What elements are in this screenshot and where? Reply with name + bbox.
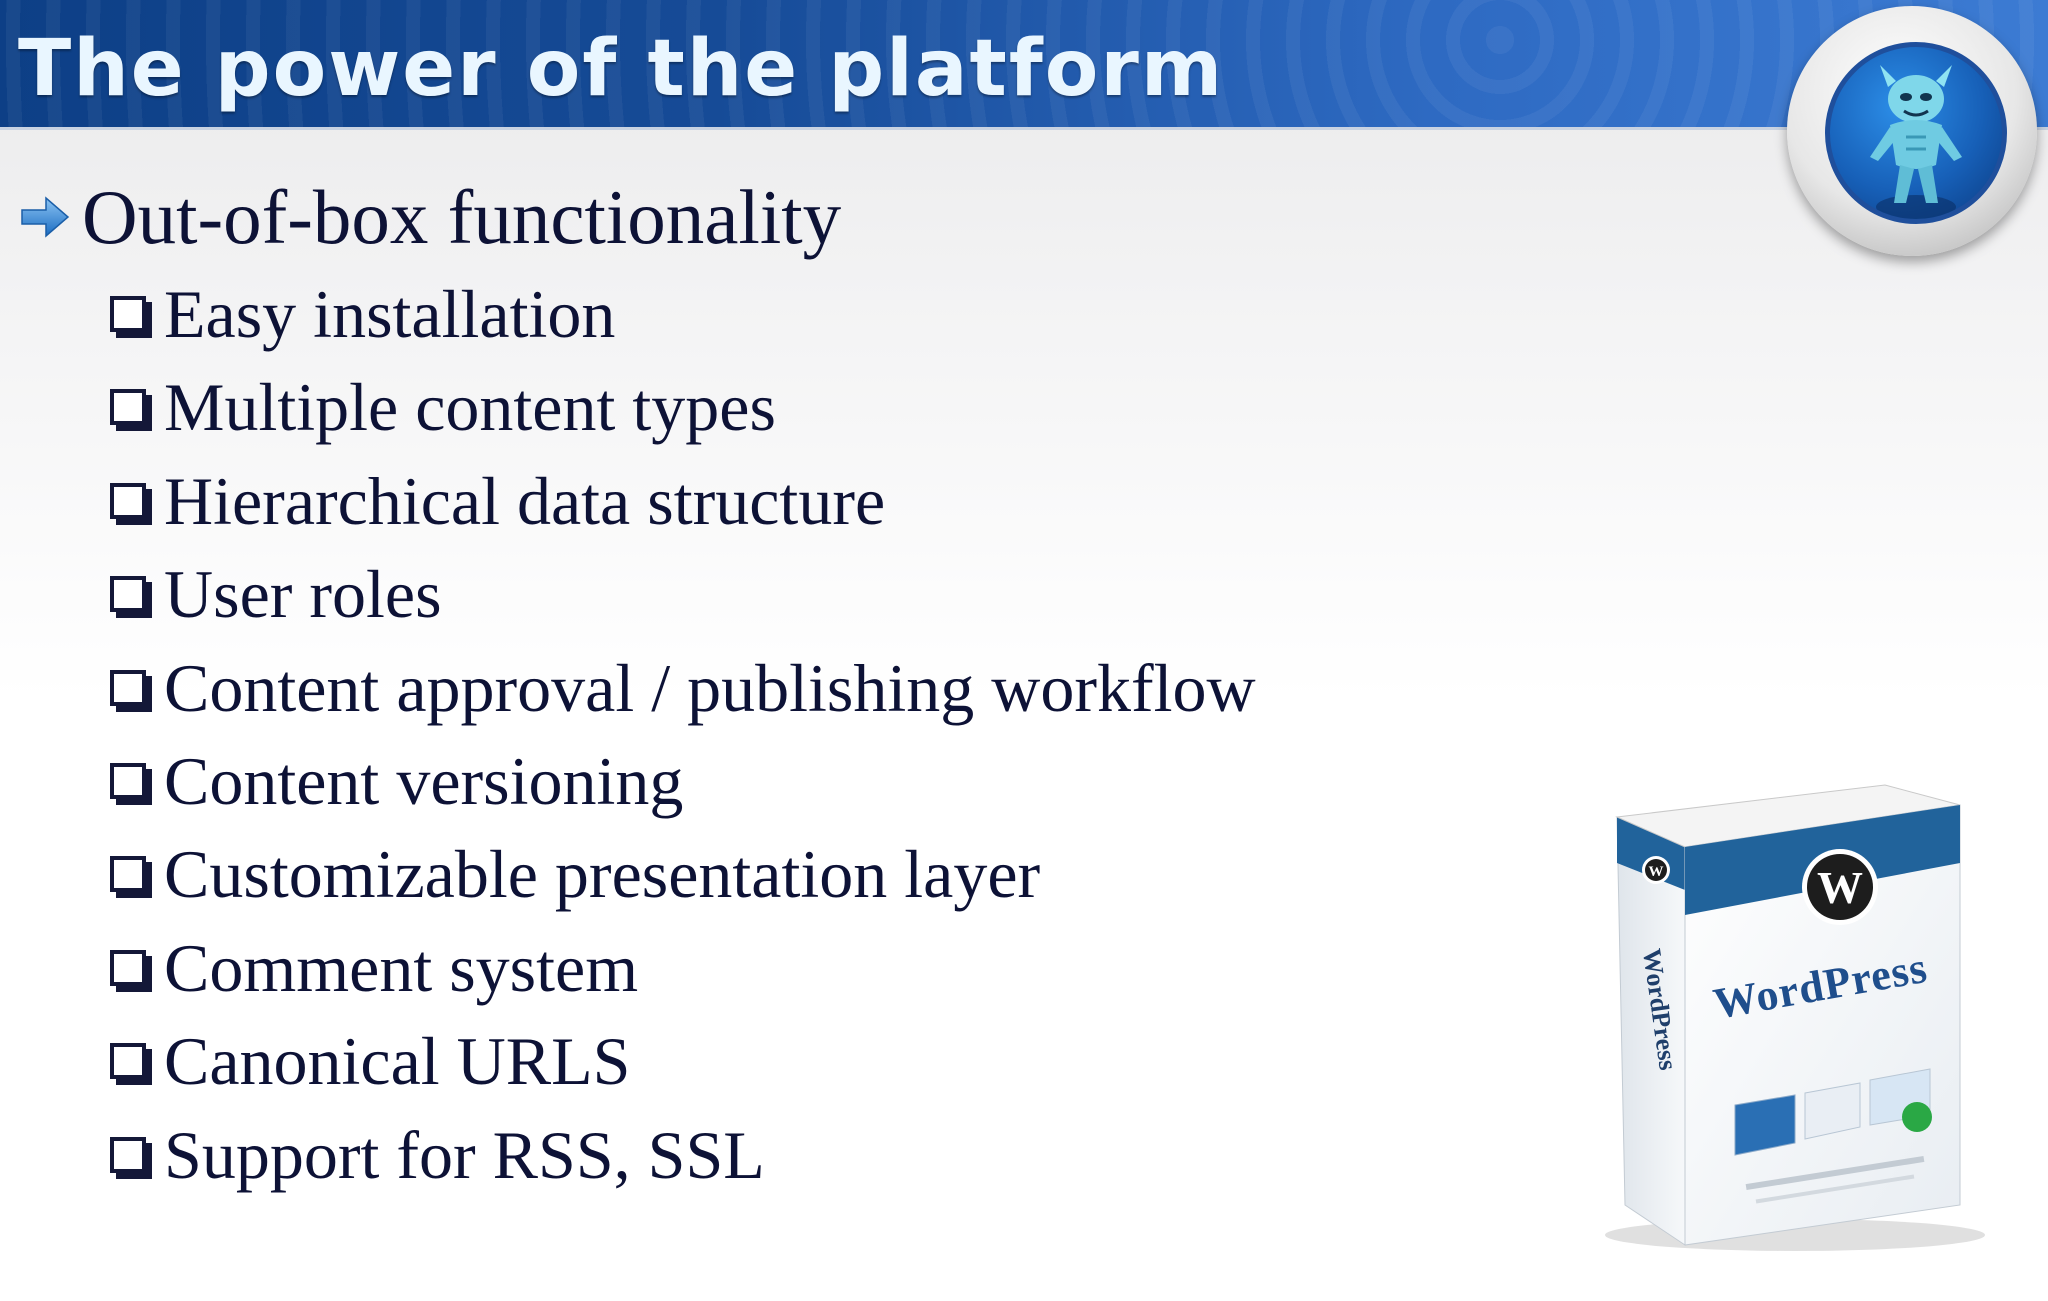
list-item-text: Content approval / publishing workflow (164, 649, 1256, 726)
list-item: Support for RSS, SSL (108, 1109, 1256, 1202)
list-item-text: Canonical URLS (164, 1023, 631, 1100)
mascot-badge (1787, 6, 2037, 256)
list-item: Easy installation (108, 268, 1256, 361)
list-item: User roles (108, 548, 1256, 641)
checkbox-bullet-icon (110, 389, 146, 426)
list-item: Canonical URLS (108, 1015, 1256, 1108)
svg-text:W: W (1649, 864, 1664, 880)
list-item-text: Comment system (164, 929, 639, 1006)
list-item-text: Customizable presentation layer (164, 836, 1041, 913)
list-item: Content versioning (108, 735, 1256, 828)
checkbox-bullet-icon (110, 296, 146, 332)
wordpress-box-image: W W WordPress WordPress (1605, 784, 1985, 1251)
list-item-text: Content versioning (164, 742, 684, 819)
feature-list: Easy installation Multiple content types… (108, 268, 1256, 1202)
list-item-text: Multiple content types (164, 369, 776, 446)
slide-title: The power of the platform (18, 24, 1225, 114)
list-item-text: Hierarchical data structure (164, 462, 886, 539)
checkbox-bullet-icon (110, 949, 146, 986)
list-item-text: Support for RSS, SSL (164, 1116, 765, 1193)
checkbox-bullet-icon (110, 1136, 146, 1173)
svg-text:W: W (1817, 862, 1863, 913)
checkbox-bullet-icon (110, 576, 146, 613)
list-item: Hierarchical data structure (108, 455, 1256, 548)
main-bullet-text: Out-of-box functionality (82, 174, 842, 260)
mascot-icon (1825, 42, 2007, 224)
checkbox-bullet-icon (110, 856, 146, 893)
arrow-right-icon (21, 196, 70, 238)
list-item: Comment system (108, 922, 1256, 1015)
checkbox-bullet-icon (110, 1043, 146, 1080)
list-item: Multiple content types (108, 361, 1256, 454)
checkbox-bullet-icon (110, 669, 146, 706)
list-item: Customizable presentation layer (108, 828, 1256, 921)
checkbox-bullet-icon (110, 482, 146, 519)
checkbox-bullet-icon (110, 762, 146, 799)
title-bar (0, 0, 2048, 130)
list-item: Content approval / publishing workflow (108, 642, 1256, 735)
list-item-text: Easy installation (164, 276, 616, 352)
list-item-text: User roles (164, 556, 442, 633)
